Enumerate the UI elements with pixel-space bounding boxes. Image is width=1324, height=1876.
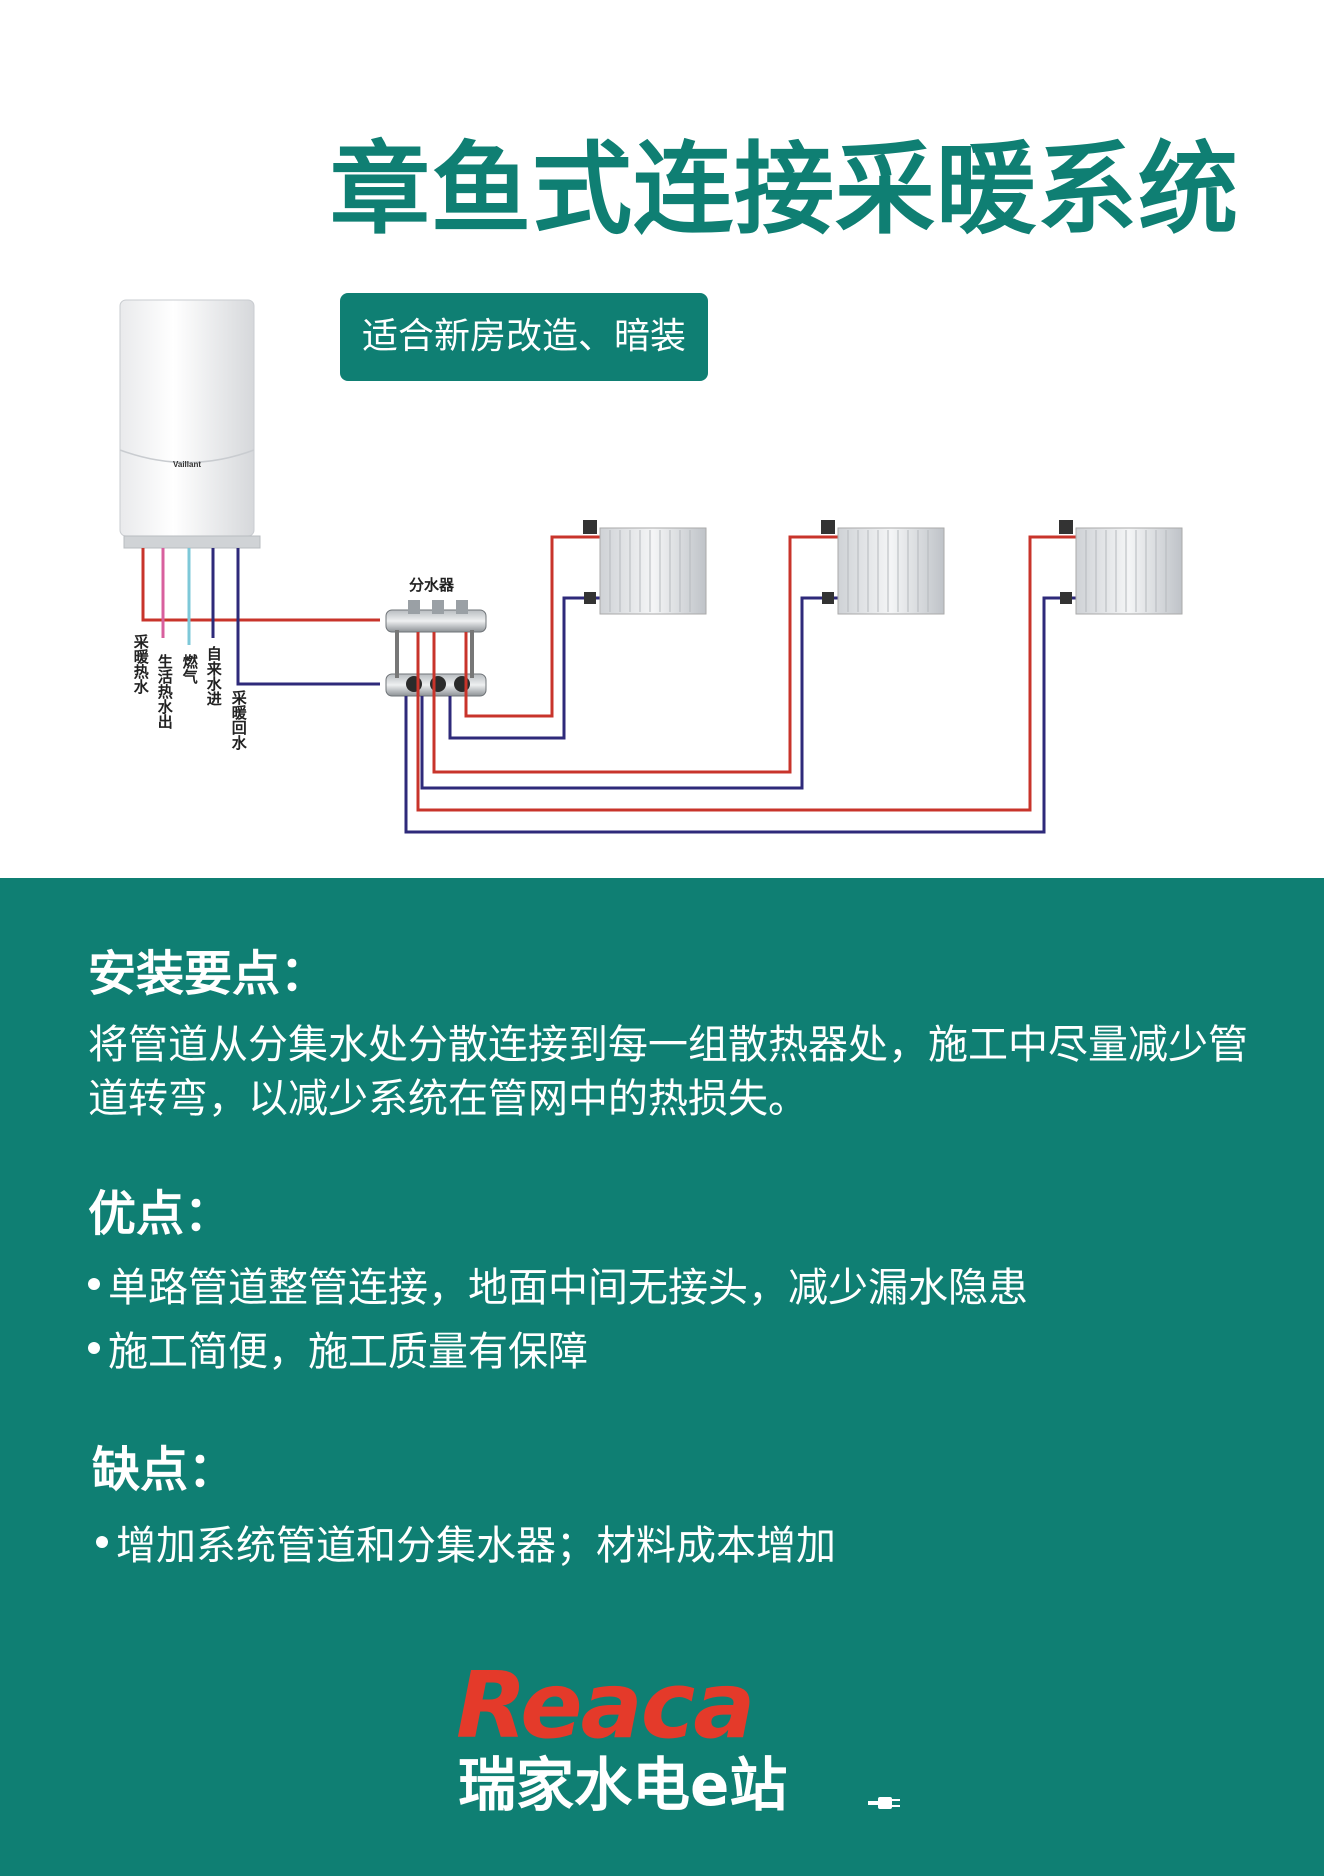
boiler: Vaillant xyxy=(119,299,261,549)
pipe-label-cold-water: 自来水进 xyxy=(204,646,223,706)
radiator-loops xyxy=(404,535,1076,834)
loop-3-return xyxy=(404,596,1076,834)
boiler-brand: Vaillant xyxy=(173,460,201,469)
subtitle-badge: 适合新房改造、暗装 xyxy=(340,293,708,381)
radiator-2 xyxy=(821,520,945,615)
pros-item-text: 施工简便，施工质量有保障 xyxy=(108,1329,588,1375)
loop-3-supply xyxy=(416,535,1076,812)
logo-wordmark: Reaca xyxy=(456,1652,755,1759)
cons-item-text: 增加系统管道和分集水器；材料成本增加 xyxy=(116,1523,836,1569)
info-panel xyxy=(0,878,1324,1876)
bullet-dot xyxy=(88,1342,100,1354)
boiler-pipes xyxy=(141,548,380,686)
pipe-label-gas: 燃气 xyxy=(180,654,199,684)
radiator-3 xyxy=(1059,520,1183,615)
install-text: 将管道从分集水处分散连接到每一组散热器处，施工中尽量减少管道转弯，以减少系统在管… xyxy=(88,1022,1248,1122)
install-heading: 安装要点： xyxy=(88,946,329,1002)
pipe-label-heating-supply: 采暖热水 xyxy=(131,634,150,694)
supply-pipe xyxy=(141,548,380,622)
pipe-label-hot-water: 生活热水出 xyxy=(155,654,174,729)
pros-heading: 优点： xyxy=(88,1186,233,1242)
loop-2-supply xyxy=(432,535,838,774)
bullet-dot xyxy=(96,1536,108,1548)
logo-chinese: 瑞家水电e站 xyxy=(458,1751,788,1819)
loop-2-return xyxy=(420,596,838,790)
plug-icon xyxy=(868,1797,900,1809)
pros-item: 单路管道整管连接，地面中间无接头，减少漏水隐患 xyxy=(88,1268,1028,1308)
radiator-1 xyxy=(583,520,707,615)
bullet-dot xyxy=(88,1278,100,1290)
pros-item-text: 单路管道整管连接，地面中间无接头，减少漏水隐患 xyxy=(108,1265,1028,1311)
page-title: 章鱼式连接采暖系统 xyxy=(330,131,1239,248)
return-pipe xyxy=(236,548,380,686)
cons-item: 增加系统管道和分集水器；材料成本增加 xyxy=(96,1526,836,1566)
manifold xyxy=(385,600,487,697)
pipe-label-heating-return: 采暖回水 xyxy=(229,690,248,750)
manifold-label: 分水器 xyxy=(409,576,455,594)
pros-item: 施工简便，施工质量有保障 xyxy=(88,1332,588,1372)
loop-1-supply xyxy=(464,535,600,718)
heating-diagram: Vaillant xyxy=(119,299,1183,834)
loop-1-return xyxy=(448,596,600,740)
cons-heading: 缺点： xyxy=(92,1442,237,1498)
